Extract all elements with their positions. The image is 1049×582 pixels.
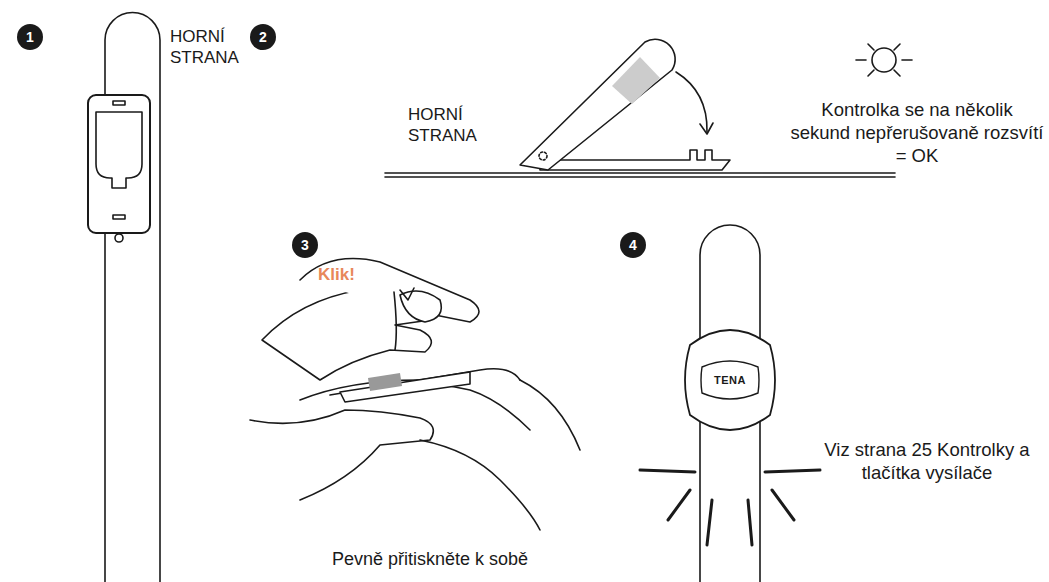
step-number: 2 bbox=[250, 24, 276, 50]
side-label: HORNÍ STRANA bbox=[408, 104, 528, 147]
logo-text: TENA bbox=[714, 374, 746, 386]
reference-note: Viz strana 25 Kontrolky a tlačítka vysíl… bbox=[812, 438, 1042, 484]
step-number: 1 bbox=[17, 24, 43, 50]
transmitter: TENA bbox=[680, 315, 780, 445]
step-number-text: 1 bbox=[26, 29, 34, 45]
instruction-text: Pevně přitiskněte k sobě bbox=[290, 548, 570, 571]
click-label: Klik! bbox=[318, 264, 398, 285]
side-label: HORNÍ STRANA bbox=[170, 26, 290, 69]
step-number-text: 4 bbox=[629, 237, 637, 253]
status-note: Kontrolka se na několik sekund nepřerušo… bbox=[789, 98, 1045, 167]
step-number: 3 bbox=[292, 232, 318, 258]
step-number: 4 bbox=[620, 232, 646, 258]
step-number-text: 2 bbox=[259, 29, 267, 45]
step-number-text: 3 bbox=[301, 237, 309, 253]
